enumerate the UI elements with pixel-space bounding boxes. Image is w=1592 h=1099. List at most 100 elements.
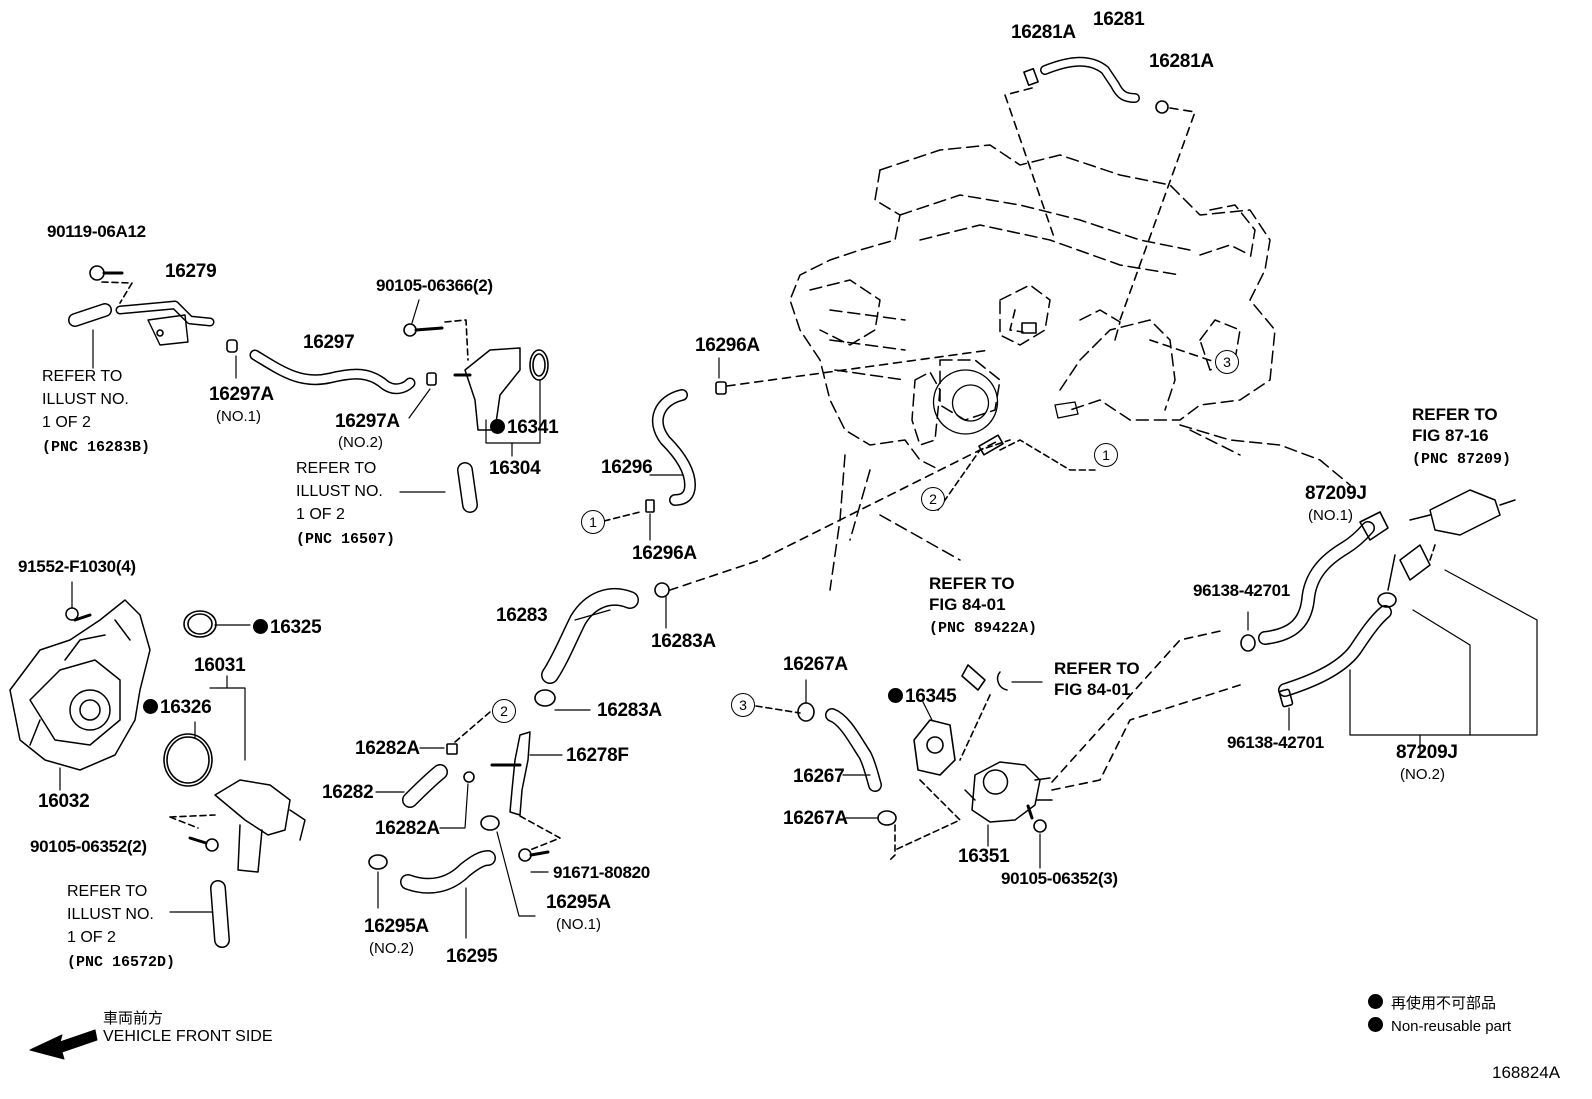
refer-pnc-16507: REFER TO ILLUST NO. 1 OF 2 (PNC 16507)	[296, 457, 395, 550]
refer-line: FIG 87-16	[1412, 426, 1489, 446]
part-label-16281: 16281	[1093, 9, 1145, 30]
refer-fig-84-01: REFER TO FIG 84-01	[1054, 658, 1140, 701]
bolt-90105-06366	[403, 323, 444, 337]
part-label-16326-text: 16326	[160, 697, 212, 718]
bolt-90105-06352-right	[1026, 804, 1047, 833]
sub-label-no1: (NO.1)	[556, 916, 601, 933]
part-label-16283A: 16283A	[651, 631, 716, 652]
gasket-16345	[913, 719, 956, 776]
non-reusable-dot	[253, 619, 268, 634]
vehicle-front-jp: 車両前方	[103, 1009, 164, 1027]
refer-fig-84-01-pnc-89422A: REFER TO FIG 84-01 (PNC 89422A)	[929, 573, 1037, 638]
part-label-16325: 16325	[253, 617, 322, 638]
part-label-16295: 16295	[446, 946, 498, 967]
non-reusable-dot	[1368, 1017, 1383, 1032]
refer-pnc: (PNC 87209)	[1412, 450, 1512, 468]
refer-line: REFER TO	[929, 574, 1015, 593]
hose-16295	[368, 815, 500, 894]
part-label-16282A: 16282A	[355, 738, 420, 759]
vehicle-front-en: VEHICLE FRONT SIDE	[103, 1028, 273, 1045]
part-label-87209J: 87209J	[1396, 742, 1458, 763]
part-label-16281A: 16281A	[1149, 51, 1214, 72]
bracket-16278F	[490, 731, 531, 816]
engine-outline	[789, 144, 1351, 591]
refer-pnc: (PNC 16283B)	[42, 438, 151, 456]
hose-16297	[226, 339, 437, 395]
bolt-90119	[89, 265, 124, 281]
refer-line: FIG 84-01	[929, 595, 1006, 615]
part-label-16031: 16031	[194, 655, 246, 676]
sub-label-no2: (NO.2)	[338, 434, 383, 451]
sub-label-no1: (NO.1)	[1308, 507, 1353, 524]
part-label-16032: 16032	[38, 791, 90, 812]
hose-16281	[1023, 56, 1169, 114]
refer-line: 1 OF 2	[296, 506, 345, 524]
refer-pnc: (PNC 89422A)	[929, 619, 1038, 637]
refer-line: ILLUST NO.	[296, 483, 383, 501]
part-label-16297A: 16297A	[335, 411, 400, 432]
part-label-16325-text: 16325	[270, 617, 322, 638]
part-label-16341-text: 16341	[507, 417, 559, 438]
water-pump-16031	[9, 599, 151, 771]
part-label-16297A: 16297A	[209, 384, 274, 405]
sensor-89422A	[961, 664, 1008, 691]
refer-pnc-16283B: REFER TO ILLUST NO. 1 OF 2 (PNC 16283B)	[42, 365, 150, 458]
part-label-87209J: 87209J	[1305, 483, 1367, 504]
non-reusable-dot	[1368, 994, 1383, 1009]
refer-pnc-16572D: REFER TO ILLUST NO. 1 OF 2 (PNC 16572D)	[67, 880, 175, 973]
engine-detail	[932, 369, 1079, 435]
hose-16282	[402, 743, 475, 808]
part-label-16283A: 16283A	[597, 700, 662, 721]
legend-non-reusable-jp: 再使用不可部品	[1368, 992, 1496, 1013]
part-label-96138-42701: 96138-42701	[1193, 581, 1290, 600]
bolt-91671	[518, 848, 550, 862]
legend-text: 再使用不可部品	[1391, 994, 1497, 1012]
hose-16283	[534, 582, 670, 707]
circle-ref-3: 3	[1215, 350, 1239, 374]
part-label-16267: 16267	[793, 766, 845, 787]
refer-line: ILLUST NO.	[42, 391, 129, 409]
refer-line: REFER TO	[42, 368, 123, 385]
housing-16304	[453, 347, 549, 431]
part-label-90119-06A12: 90119-06A12	[47, 222, 146, 241]
part-label-16267A: 16267A	[783, 808, 848, 829]
part-label-91671-80820: 91671-80820	[553, 863, 650, 882]
part-label-16296A: 16296A	[695, 335, 760, 356]
circle-ref-1: 1	[1094, 443, 1118, 467]
part-label-16345: 16345	[888, 687, 957, 706]
hose-16296	[645, 381, 727, 513]
hose-87209J-no2	[1278, 592, 1397, 697]
part-label-90105-06352: 90105-06352(2)	[30, 837, 147, 856]
part-label-16267A: 16267A	[783, 654, 848, 675]
refer-line: REFER TO	[296, 460, 377, 477]
dash-16281	[1004, 87, 1196, 321]
bolt-90105-06352-left	[188, 836, 219, 852]
circle-ref-3: 3	[731, 693, 755, 717]
refer-fig-87-16-pnc-87209: REFER TO FIG 87-16 (PNC 87209)	[1412, 404, 1511, 469]
non-reusable-dot	[143, 699, 158, 714]
front-arrow	[29, 1029, 98, 1060]
valve-87209	[1387, 489, 1516, 591]
outlet-16351	[964, 761, 1053, 823]
refer-line: REFER TO	[1412, 405, 1498, 424]
sub-label-no2: (NO.2)	[1400, 766, 1445, 783]
part-label-16282: 16282	[322, 782, 374, 803]
refer-pnc: (PNC 16572D)	[67, 953, 176, 971]
part-label-16297: 16297	[303, 332, 355, 353]
circle-ref-2: 2	[492, 699, 516, 723]
hose-87209J-no1	[1258, 511, 1389, 645]
hose-16267	[797, 702, 897, 826]
refer-line: REFER TO	[1054, 659, 1140, 678]
part-label-16351: 16351	[958, 846, 1010, 867]
part-label-16296A: 16296A	[632, 543, 697, 564]
refer-pnc: (PNC 16507)	[296, 530, 396, 548]
part-label-90105-06352: 90105-06352(3)	[1001, 869, 1118, 888]
legend-non-reusable-en: Non-reusable part	[1368, 1017, 1511, 1035]
part-label-16296: 16296	[601, 457, 653, 478]
part-label-16295A: 16295A	[364, 916, 429, 937]
sub-label-no1: (NO.1)	[216, 408, 261, 425]
refer-line: 1 OF 2	[67, 929, 116, 947]
part-label-16341: 16341	[490, 417, 559, 438]
